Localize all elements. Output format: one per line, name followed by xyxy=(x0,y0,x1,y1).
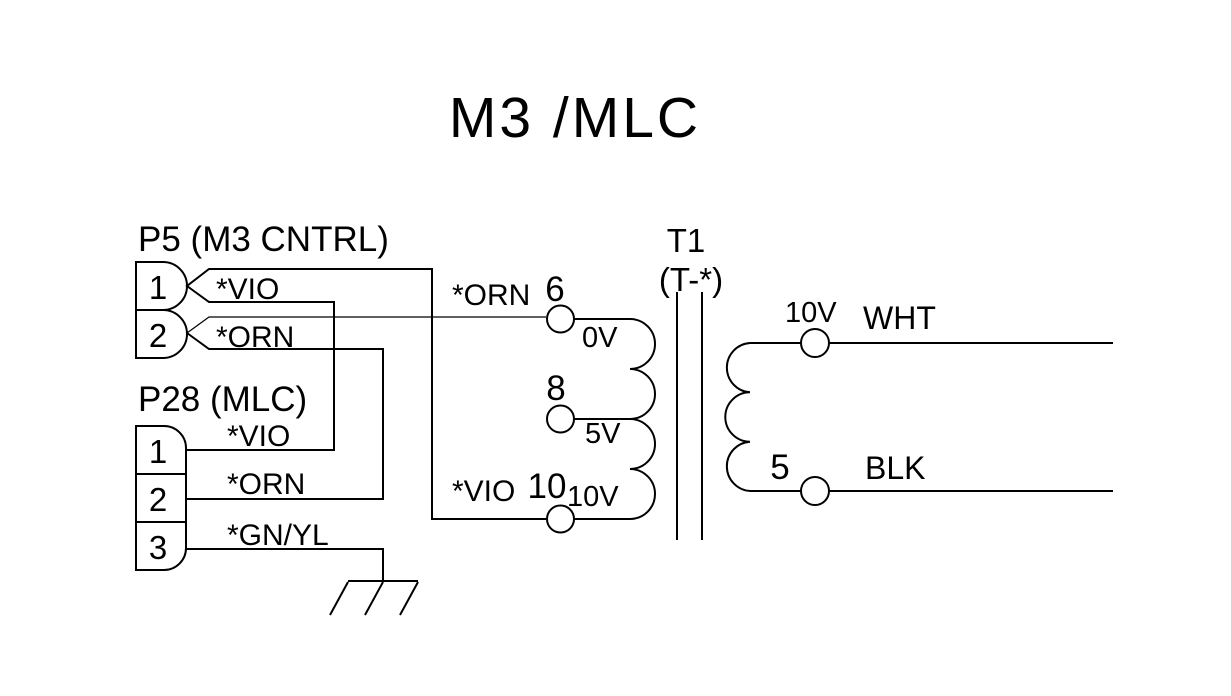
terminal-10-circle xyxy=(546,504,575,534)
terminal-5-circle xyxy=(800,476,830,506)
p28-pin1-wire-label: *VIO xyxy=(227,420,290,453)
terminal-10-number: 10 xyxy=(528,467,567,506)
wire-orn-p5-p28 xyxy=(186,332,384,500)
secondary-winding xyxy=(724,342,751,492)
terminal-6-tap-label: 0V xyxy=(582,322,618,354)
terminal-5-number: 5 xyxy=(770,448,789,487)
wire-wht-label: WHT xyxy=(863,300,936,336)
ground-hatch-3 xyxy=(399,581,419,616)
wire-gnyl-to-ground xyxy=(186,548,384,581)
ground-hatch-1 xyxy=(329,581,349,616)
p28-pin3-number: 3 xyxy=(149,529,167,566)
connector-p5: P5 (M3 CNTRL) 1 2 *VIO *ORN xyxy=(135,220,389,359)
terminal-6-number: 6 xyxy=(545,270,564,309)
p28-pin2-number: 2 xyxy=(149,481,167,518)
ground-symbol xyxy=(329,580,419,616)
terminal-10v-number: 10V xyxy=(785,297,837,329)
terminal-10v-circle xyxy=(800,328,830,358)
transformer-t1: T1 (T-*) *ORN 6 0V 8 5V *VIO 10 10V 10V … xyxy=(452,222,1113,540)
ground-hatch-2 xyxy=(364,581,384,616)
terminal-10-tap-label: 10V xyxy=(567,481,619,513)
p5-pin1-number: 1 xyxy=(149,269,167,306)
wire-blk-label: BLK xyxy=(865,450,925,486)
p5-pin2-number: 2 xyxy=(149,317,167,354)
terminal-8-number: 8 xyxy=(546,369,565,408)
transformer-part-ref: (T-*) xyxy=(659,261,723,298)
wire-vio-p5-p28-t10 xyxy=(185,268,546,520)
wire-orn-to-t6 xyxy=(186,316,546,334)
p5-pin1-wire-label: *VIO xyxy=(216,273,279,306)
t10-wire-label: *VIO xyxy=(452,475,515,508)
primary-winding xyxy=(629,318,656,520)
p28-pin3-wire-label: *GN/YL xyxy=(227,519,329,552)
connector-p28-title: P28 (MLC) xyxy=(138,380,307,419)
p28-pin2-wire-label: *ORN xyxy=(227,468,305,501)
terminal-8-circle xyxy=(546,404,575,434)
t6-wire-label: *ORN xyxy=(452,279,530,312)
terminal-6-circle xyxy=(546,304,575,334)
page-title: M3 /MLC xyxy=(449,86,701,150)
transformer-name: T1 xyxy=(667,222,706,259)
terminal-8-tap-label: 5V xyxy=(585,418,621,450)
connector-p5-title: P5 (M3 CNTRL) xyxy=(138,220,389,259)
connector-p28: P28 (MLC) 1 2 3 *VIO *ORN *GN/YL xyxy=(135,380,329,571)
p28-pin1-number: 1 xyxy=(149,433,167,470)
p5-pin2-body xyxy=(135,309,188,359)
